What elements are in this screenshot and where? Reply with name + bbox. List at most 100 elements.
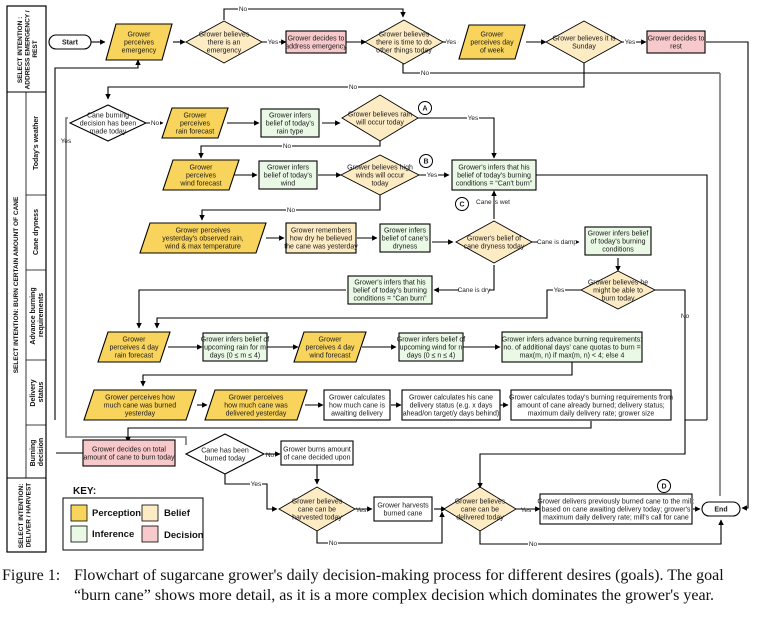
edge-label-yes: Yes bbox=[554, 287, 565, 294]
node-shape bbox=[162, 159, 240, 191]
node-shape bbox=[451, 159, 537, 191]
edge-labels: No Yes Yes Yes No No No Yes Yes No Yes N… bbox=[61, 5, 690, 548]
node-shape bbox=[105, 23, 173, 61]
sublane-label-weather: Today's weather bbox=[33, 116, 40, 170]
node-shape bbox=[278, 486, 356, 532]
edge-label-yes: Yes bbox=[427, 172, 438, 179]
node-label: Grower delivers previously burned cane t… bbox=[537, 499, 694, 522]
node-shape bbox=[202, 332, 268, 362]
node-shape bbox=[258, 160, 318, 190]
node-label: Grower infers advance burning requiremen… bbox=[502, 337, 643, 360]
edge-label-no: No bbox=[529, 541, 538, 548]
svg-text:A: A bbox=[422, 106, 427, 113]
node-shape bbox=[646, 30, 706, 54]
node-shape bbox=[379, 223, 431, 253]
marker-c: C bbox=[455, 197, 469, 211]
node-shape bbox=[501, 331, 643, 363]
node-shape bbox=[701, 501, 741, 517]
swimlane-headers: SELECT INTENTION : ADDRESS EMERGENCY / R… bbox=[6, 5, 47, 553]
sublane-label-delivery: Delivery status bbox=[30, 377, 45, 406]
node-shape bbox=[293, 331, 367, 363]
node-shape bbox=[347, 275, 433, 305]
legend-title: KEY: bbox=[73, 486, 96, 497]
node-shape bbox=[443, 486, 517, 532]
node-shape bbox=[510, 389, 672, 421]
node-infers-advance: Grower infers advance burning requiremen… bbox=[501, 331, 643, 363]
legend-item-inference: Inference bbox=[70, 525, 134, 543]
edge-label-no: No bbox=[266, 452, 275, 459]
legend-item-perception: Perception bbox=[70, 504, 141, 522]
node-shape bbox=[260, 108, 320, 138]
node-shape bbox=[545, 20, 623, 64]
node-shape bbox=[401, 389, 501, 421]
node-shape bbox=[285, 30, 347, 54]
edge-label-cane-wet: Cane is wet bbox=[476, 199, 510, 206]
edge-label-no: No bbox=[421, 70, 430, 77]
edge-label-cane-dry: Cane is dry bbox=[458, 287, 492, 294]
node-shape bbox=[539, 493, 693, 525]
svg-text:Decision: Decision bbox=[164, 530, 204, 541]
node-shape bbox=[580, 270, 656, 310]
node-shape bbox=[68, 104, 148, 142]
node-shape bbox=[161, 107, 229, 139]
edge-label-yes: Yes bbox=[356, 507, 367, 514]
sublane-label-advance: Advance burning requirements bbox=[30, 285, 45, 344]
edge-label-yes: Yes bbox=[468, 115, 479, 122]
node-shape bbox=[341, 94, 419, 142]
node-shape bbox=[48, 34, 92, 50]
edge-label-no: No bbox=[681, 313, 690, 320]
edge-label-yes: Yes bbox=[251, 481, 262, 488]
edge-label-no: No bbox=[283, 143, 292, 150]
svg-text:D: D bbox=[661, 484, 666, 491]
markers: A B C D bbox=[418, 101, 671, 493]
node-label: Grower calculates today's burning requir… bbox=[509, 395, 673, 418]
sublane-label-dryness: Cane dryness bbox=[33, 209, 40, 255]
node-shape bbox=[584, 226, 652, 256]
node-shape bbox=[458, 24, 526, 60]
caption-label: Figure 1: bbox=[2, 567, 61, 584]
lane-label-emergency: SELECT INTENTION : ADDRESS EMERGENCY / R… bbox=[17, 9, 39, 90]
edge-label-no: No bbox=[329, 540, 338, 547]
svg-text:C: C bbox=[459, 202, 464, 209]
